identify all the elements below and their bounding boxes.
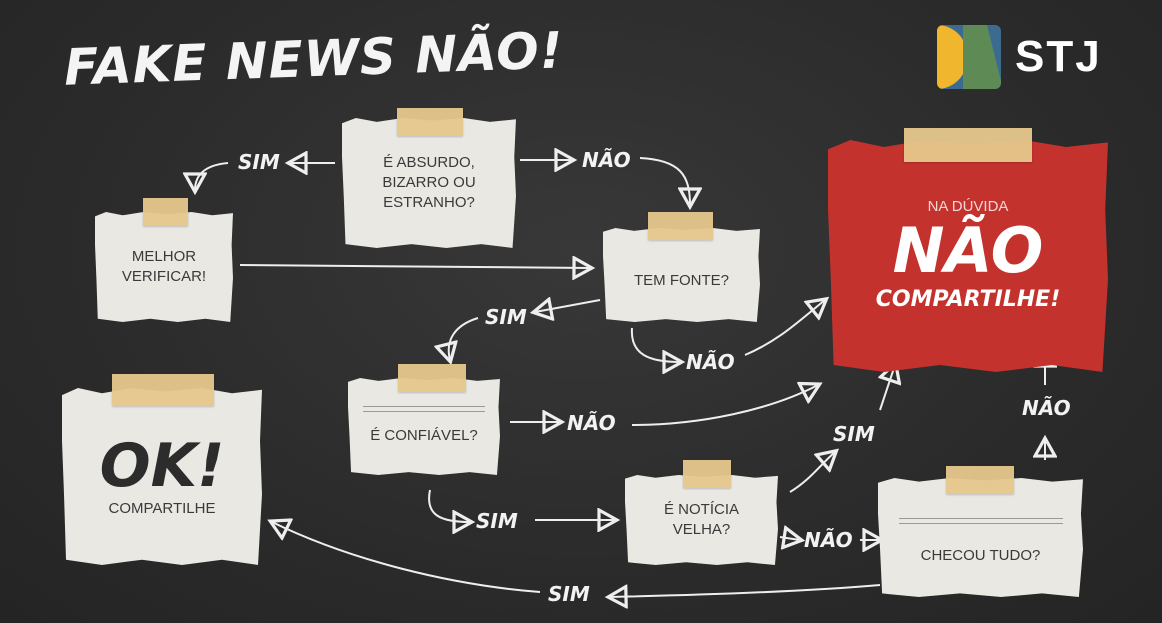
node-absurdo: É ABSURDO, BIZARRO OU ESTRANHO? (342, 118, 516, 248)
tape (397, 108, 463, 136)
node-text: MELHOR VERIFICAR! (121, 247, 207, 285)
node-nao-compartilhe: NA DÚVIDA NÃO COMPARTILHE! (828, 140, 1108, 372)
node-ok: OK! COMPARTILHE (62, 388, 262, 565)
tape (683, 460, 731, 488)
node-text: É ABSURDO, BIZARRO OU ESTRANHO? (382, 153, 476, 212)
tape (143, 198, 188, 226)
node-text: TEM FONTE? (633, 271, 729, 289)
label-nao: NÃO (582, 148, 631, 172)
tape (904, 128, 1032, 162)
node-text: É CONFIÁVEL? (370, 427, 478, 445)
label-nao: NÃO (686, 350, 735, 374)
label-sim: SIM (833, 422, 875, 446)
node-text: CHECOU TUDO? (920, 547, 1041, 565)
ok-small-text: COMPARTILHE (108, 500, 216, 518)
tape (648, 212, 713, 240)
label-sim: SIM (485, 305, 527, 329)
logo-text: STJ (1015, 32, 1102, 81)
label-nao: NÃO (804, 528, 853, 552)
red-top-text: NA DÚVIDA (927, 197, 1009, 215)
label-sim: SIM (238, 150, 280, 174)
tape (398, 364, 466, 392)
node-fonte: TEM FONTE? (603, 228, 760, 322)
ruled-lines (898, 518, 1063, 525)
label-nao: NÃO (567, 411, 616, 435)
red-big-text: NÃO (892, 214, 1044, 288)
node-velha: É NOTÍCIA VELHA? (625, 475, 778, 565)
label-sim: SIM (548, 582, 590, 606)
tape (112, 374, 214, 406)
red-bottom-text: COMPARTILHE! (875, 287, 1061, 313)
node-confiavel: É CONFIÁVEL? (348, 378, 500, 475)
label-sim: SIM (476, 509, 518, 533)
ok-big-text: OK! (99, 431, 225, 502)
ruled-lines (363, 406, 485, 413)
node-verificar: MELHOR VERIFICAR! (95, 212, 233, 322)
label-nao: NÃO (1022, 396, 1071, 420)
stj-logo-mark-icon (937, 25, 1001, 89)
node-checou: CHECOU TUDO? (878, 478, 1083, 597)
tape (946, 466, 1014, 494)
node-text: É NOTÍCIA VELHA? (663, 500, 739, 538)
stj-logo: STJ (937, 25, 1102, 89)
